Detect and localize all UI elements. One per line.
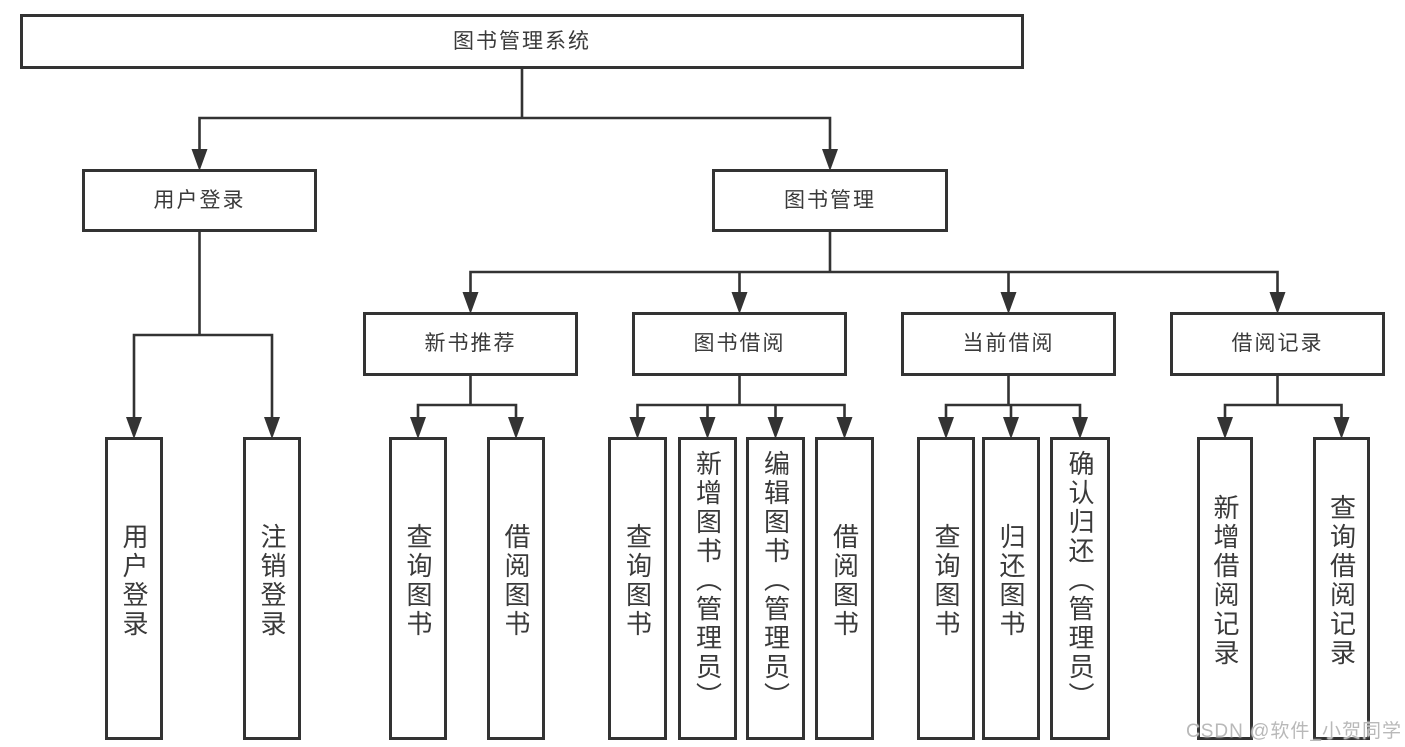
node-system-root: 图书管理系统: [20, 14, 1024, 69]
arrowhead-icon: [629, 417, 646, 439]
arrowhead-icon: [836, 417, 853, 439]
node-book-borrowing: 图书借阅: [632, 312, 847, 376]
edge-from-current-borrow: [944, 373, 1082, 421]
edge-from-book-mgmt: [469, 229, 1279, 296]
edge-from-root: [198, 66, 832, 153]
node-user-login-action: 用户登录: [105, 437, 163, 740]
arrowhead-icon: [508, 417, 524, 439]
node-borrow-books-2: 借阅图书: [815, 437, 874, 740]
edge-from-user-login: [132, 229, 274, 421]
node-edit-books-admin: 编辑图书（管理员）: [746, 437, 805, 740]
watermark: CSDN @软件_小贺同学: [1186, 721, 1402, 742]
node-add-books-admin: 新增图书（管理员）: [678, 437, 737, 740]
node-borrowing-records: 借阅记录: [1170, 312, 1385, 376]
edge-from-borrow-records: [1223, 373, 1343, 421]
arrowhead-icon: [410, 417, 426, 439]
arrowhead-icon: [1333, 417, 1350, 439]
arrowhead-icon: [1217, 417, 1233, 439]
node-new-book-recommend: 新书推荐: [363, 312, 578, 376]
node-logout-action: 注销登录: [243, 437, 301, 740]
arrowhead-icon: [264, 417, 280, 439]
arrowhead-icon: [699, 417, 716, 439]
edge-from-new-book-rec: [416, 373, 518, 421]
arrowhead-icon: [1072, 417, 1088, 439]
node-query-borrow-record: 查询借阅记录: [1313, 437, 1370, 740]
node-add-borrow-record: 新增借阅记录: [1197, 437, 1253, 740]
node-user-login: 用户登录: [82, 169, 317, 232]
node-return-books: 归还图书: [982, 437, 1040, 740]
arrowhead-icon: [1003, 417, 1019, 439]
node-query-books-3: 查询图书: [917, 437, 975, 740]
arrowhead-icon: [767, 417, 784, 439]
node-query-books-2: 查询图书: [608, 437, 667, 740]
arrowhead-icon: [1269, 292, 1286, 314]
arrowhead-icon: [126, 417, 142, 439]
node-current-borrowing: 当前借阅: [901, 312, 1116, 376]
node-confirm-return-admin: 确认归还（管理员）: [1050, 437, 1110, 740]
arrowhead-icon: [822, 149, 838, 171]
node-borrow-books-1: 借阅图书: [487, 437, 545, 740]
edge-from-book-borrow: [636, 373, 846, 421]
arrowhead-icon: [731, 292, 748, 314]
node-query-books-1: 查询图书: [389, 437, 447, 740]
arrowhead-icon: [191, 149, 208, 171]
arrowhead-icon: [1000, 292, 1017, 314]
node-book-management: 图书管理: [712, 169, 948, 232]
arrowhead-icon: [462, 292, 479, 314]
arrowhead-icon: [938, 417, 954, 439]
